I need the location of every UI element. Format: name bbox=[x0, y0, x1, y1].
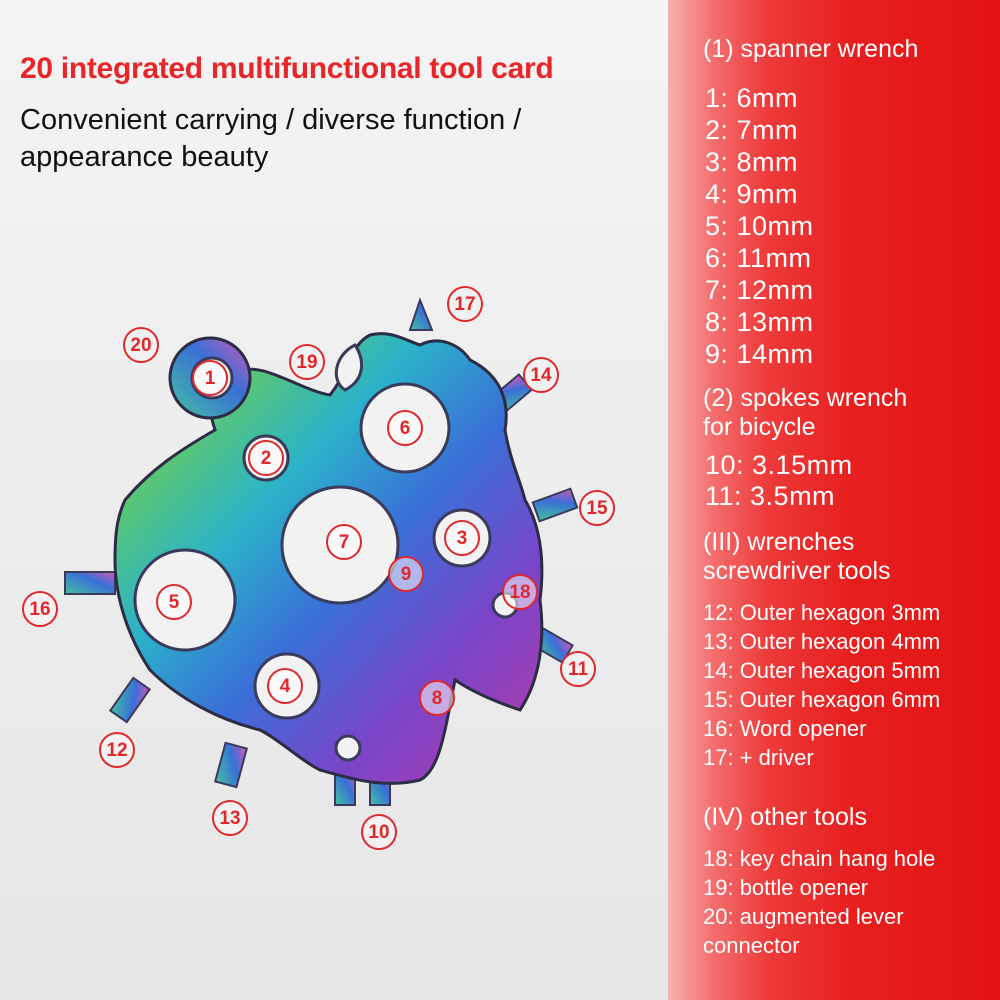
tab-16 bbox=[64, 571, 116, 595]
section-4-heading: (IV) other tools bbox=[703, 803, 867, 831]
callout-20: 20 bbox=[123, 327, 159, 363]
bottle-opener-notch bbox=[334, 343, 364, 392]
spec-item: 12: Outer hexagon 3mm bbox=[703, 600, 941, 625]
spec-item: 2: 7mm bbox=[705, 115, 799, 145]
spec-item: 4: 9mm bbox=[705, 179, 799, 209]
spec-item: 6: 11mm bbox=[705, 243, 812, 273]
callout-1: 1 bbox=[192, 360, 228, 396]
spec-item: 19: bottle opener bbox=[703, 875, 869, 900]
callout-9: 9 bbox=[388, 556, 424, 592]
section-3-heading-line-1: (III) wrenches bbox=[703, 528, 855, 556]
callout-16: 16 bbox=[22, 591, 58, 627]
spec-item: 20: augmented lever bbox=[703, 904, 904, 929]
callout-6: 6 bbox=[387, 410, 423, 446]
spec-item: 17: + driver bbox=[703, 745, 814, 770]
callout-13: 13 bbox=[212, 800, 248, 836]
spec-item: 5: 10mm bbox=[705, 211, 814, 241]
spec-item: 8: 13mm bbox=[705, 307, 814, 337]
hole-10 bbox=[334, 734, 362, 762]
tab-15 bbox=[531, 487, 579, 523]
callout-2: 2 bbox=[248, 440, 284, 476]
tab-12 bbox=[108, 676, 152, 724]
spec-item: connector bbox=[703, 933, 800, 958]
callout-11: 11 bbox=[560, 651, 596, 687]
subtitle-line-1: Convenient carrying / diverse function / bbox=[20, 104, 522, 136]
spec-item: 14: Outer hexagon 5mm bbox=[703, 658, 941, 683]
callout-19: 19 bbox=[289, 344, 325, 380]
callout-8: 8 bbox=[419, 680, 455, 716]
tab-17 bbox=[408, 297, 434, 331]
callout-12: 12 bbox=[99, 732, 135, 768]
callout-5: 5 bbox=[156, 584, 192, 620]
tab-13 bbox=[213, 741, 249, 789]
tool-illustration: 1 2 3 4 5 6 7 8 9 10 11 12 13 14 15 16 1… bbox=[22, 286, 615, 850]
callout-15: 15 bbox=[579, 490, 615, 526]
page-title: 20 integrated multifunctional tool card bbox=[20, 52, 554, 85]
spec-item: 1: 6mm bbox=[705, 83, 799, 113]
callout-4: 4 bbox=[267, 668, 303, 704]
spec-item: 3: 8mm bbox=[705, 147, 799, 177]
page-subtitle: Convenient carrying / diverse function /… bbox=[20, 102, 660, 176]
spec-item: 11: 3.5mm bbox=[705, 481, 836, 511]
callout-17: 17 bbox=[447, 286, 483, 322]
spec-item: 9: 14mm bbox=[705, 339, 814, 369]
section-2-heading-line-1: (2) spokes wrench bbox=[703, 384, 908, 412]
spec-item: 15: Outer hexagon 6mm bbox=[703, 687, 941, 712]
section-2-heading-line-2: for bicycle bbox=[703, 413, 816, 441]
rainbow-snowflake-multitool-icon bbox=[64, 297, 579, 806]
callout-3: 3 bbox=[444, 520, 480, 556]
callout-7: 7 bbox=[326, 524, 362, 560]
callout-10: 10 bbox=[361, 814, 397, 850]
spec-panel bbox=[668, 0, 1000, 1000]
spec-item: 7: 12mm bbox=[705, 275, 814, 305]
spec-item: 16: Word opener bbox=[703, 716, 867, 741]
section-3-heading-line-2: screwdriver tools bbox=[703, 557, 891, 585]
callout-14: 14 bbox=[523, 357, 559, 393]
callout-18: 18 bbox=[502, 574, 538, 610]
spec-item: 10: 3.15mm bbox=[705, 450, 853, 480]
spec-item: 18: key chain hang hole bbox=[703, 846, 936, 871]
section-1-heading: (1) spanner wrench bbox=[703, 35, 919, 63]
subtitle-line-2: appearance beauty bbox=[20, 141, 269, 173]
spec-item: 13: Outer hexagon 4mm bbox=[703, 629, 941, 654]
